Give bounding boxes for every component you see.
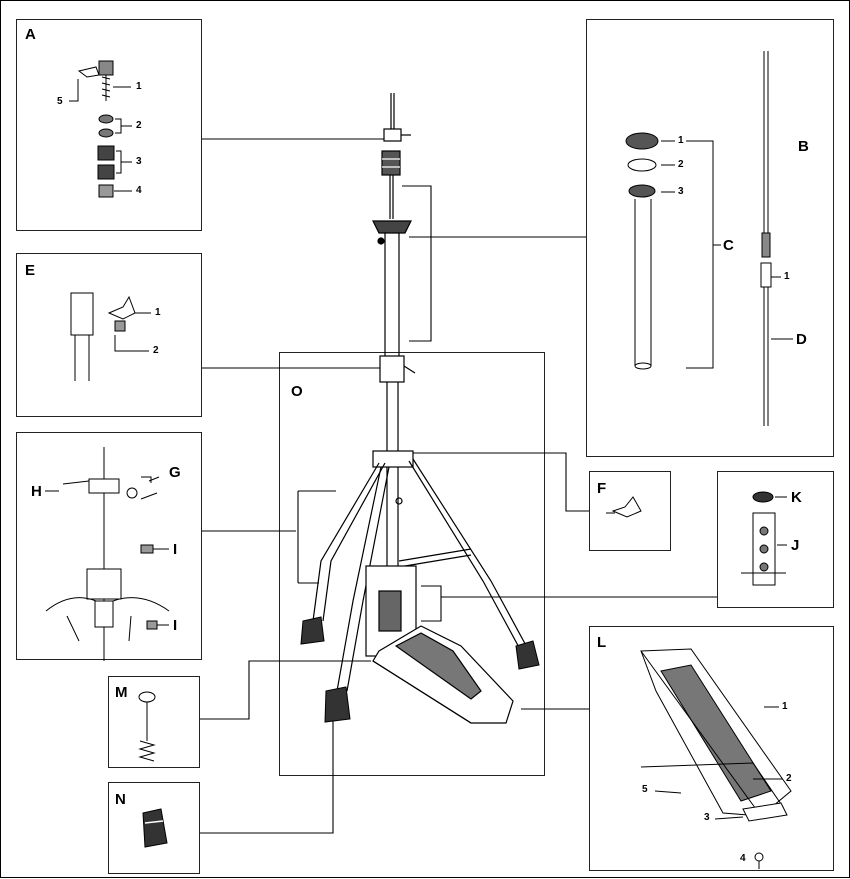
part-d-1: 1	[784, 271, 790, 282]
panel-label-l: L	[597, 634, 607, 651]
panel-label-d: D	[796, 331, 807, 348]
part-l-3: 3	[704, 812, 710, 823]
part-l-2: 2	[786, 773, 792, 784]
part-l-5: 5	[642, 784, 648, 795]
panel-label-i-lower: I	[173, 617, 178, 634]
part-e-2: 2	[153, 345, 159, 356]
panel-label-g: G	[169, 464, 181, 481]
panel-label-n: N	[115, 791, 126, 808]
part-e-1: 1	[155, 307, 161, 318]
part-l-1: 1	[782, 701, 788, 712]
panel-label-h: H	[31, 483, 42, 500]
panel-label-a: A	[25, 26, 36, 43]
panel-label-c: C	[723, 237, 734, 254]
part-l-4: 4	[740, 853, 746, 864]
panel-label-i-upper: I	[173, 541, 178, 558]
panel-label-j: J	[791, 537, 800, 554]
part-c-2: 2	[678, 159, 684, 170]
part-a-4: 4	[136, 185, 142, 196]
panel-label-f: F	[597, 480, 607, 497]
panel-label-b: B	[798, 138, 809, 155]
part-c-3: 3	[678, 186, 684, 197]
panel-label-k: K	[791, 489, 802, 506]
panel-label-m: M	[115, 684, 128, 701]
part-c-1: 1	[678, 135, 684, 146]
panel-label-e: E	[25, 262, 36, 279]
panel-bcd	[586, 19, 834, 457]
part-a-1: 1	[136, 81, 142, 92]
panel-label-o: O	[291, 383, 303, 400]
part-a-2: 2	[136, 120, 142, 131]
panel-e	[16, 253, 202, 417]
part-a-5: 5	[57, 96, 63, 107]
part-a-3: 3	[136, 156, 142, 167]
